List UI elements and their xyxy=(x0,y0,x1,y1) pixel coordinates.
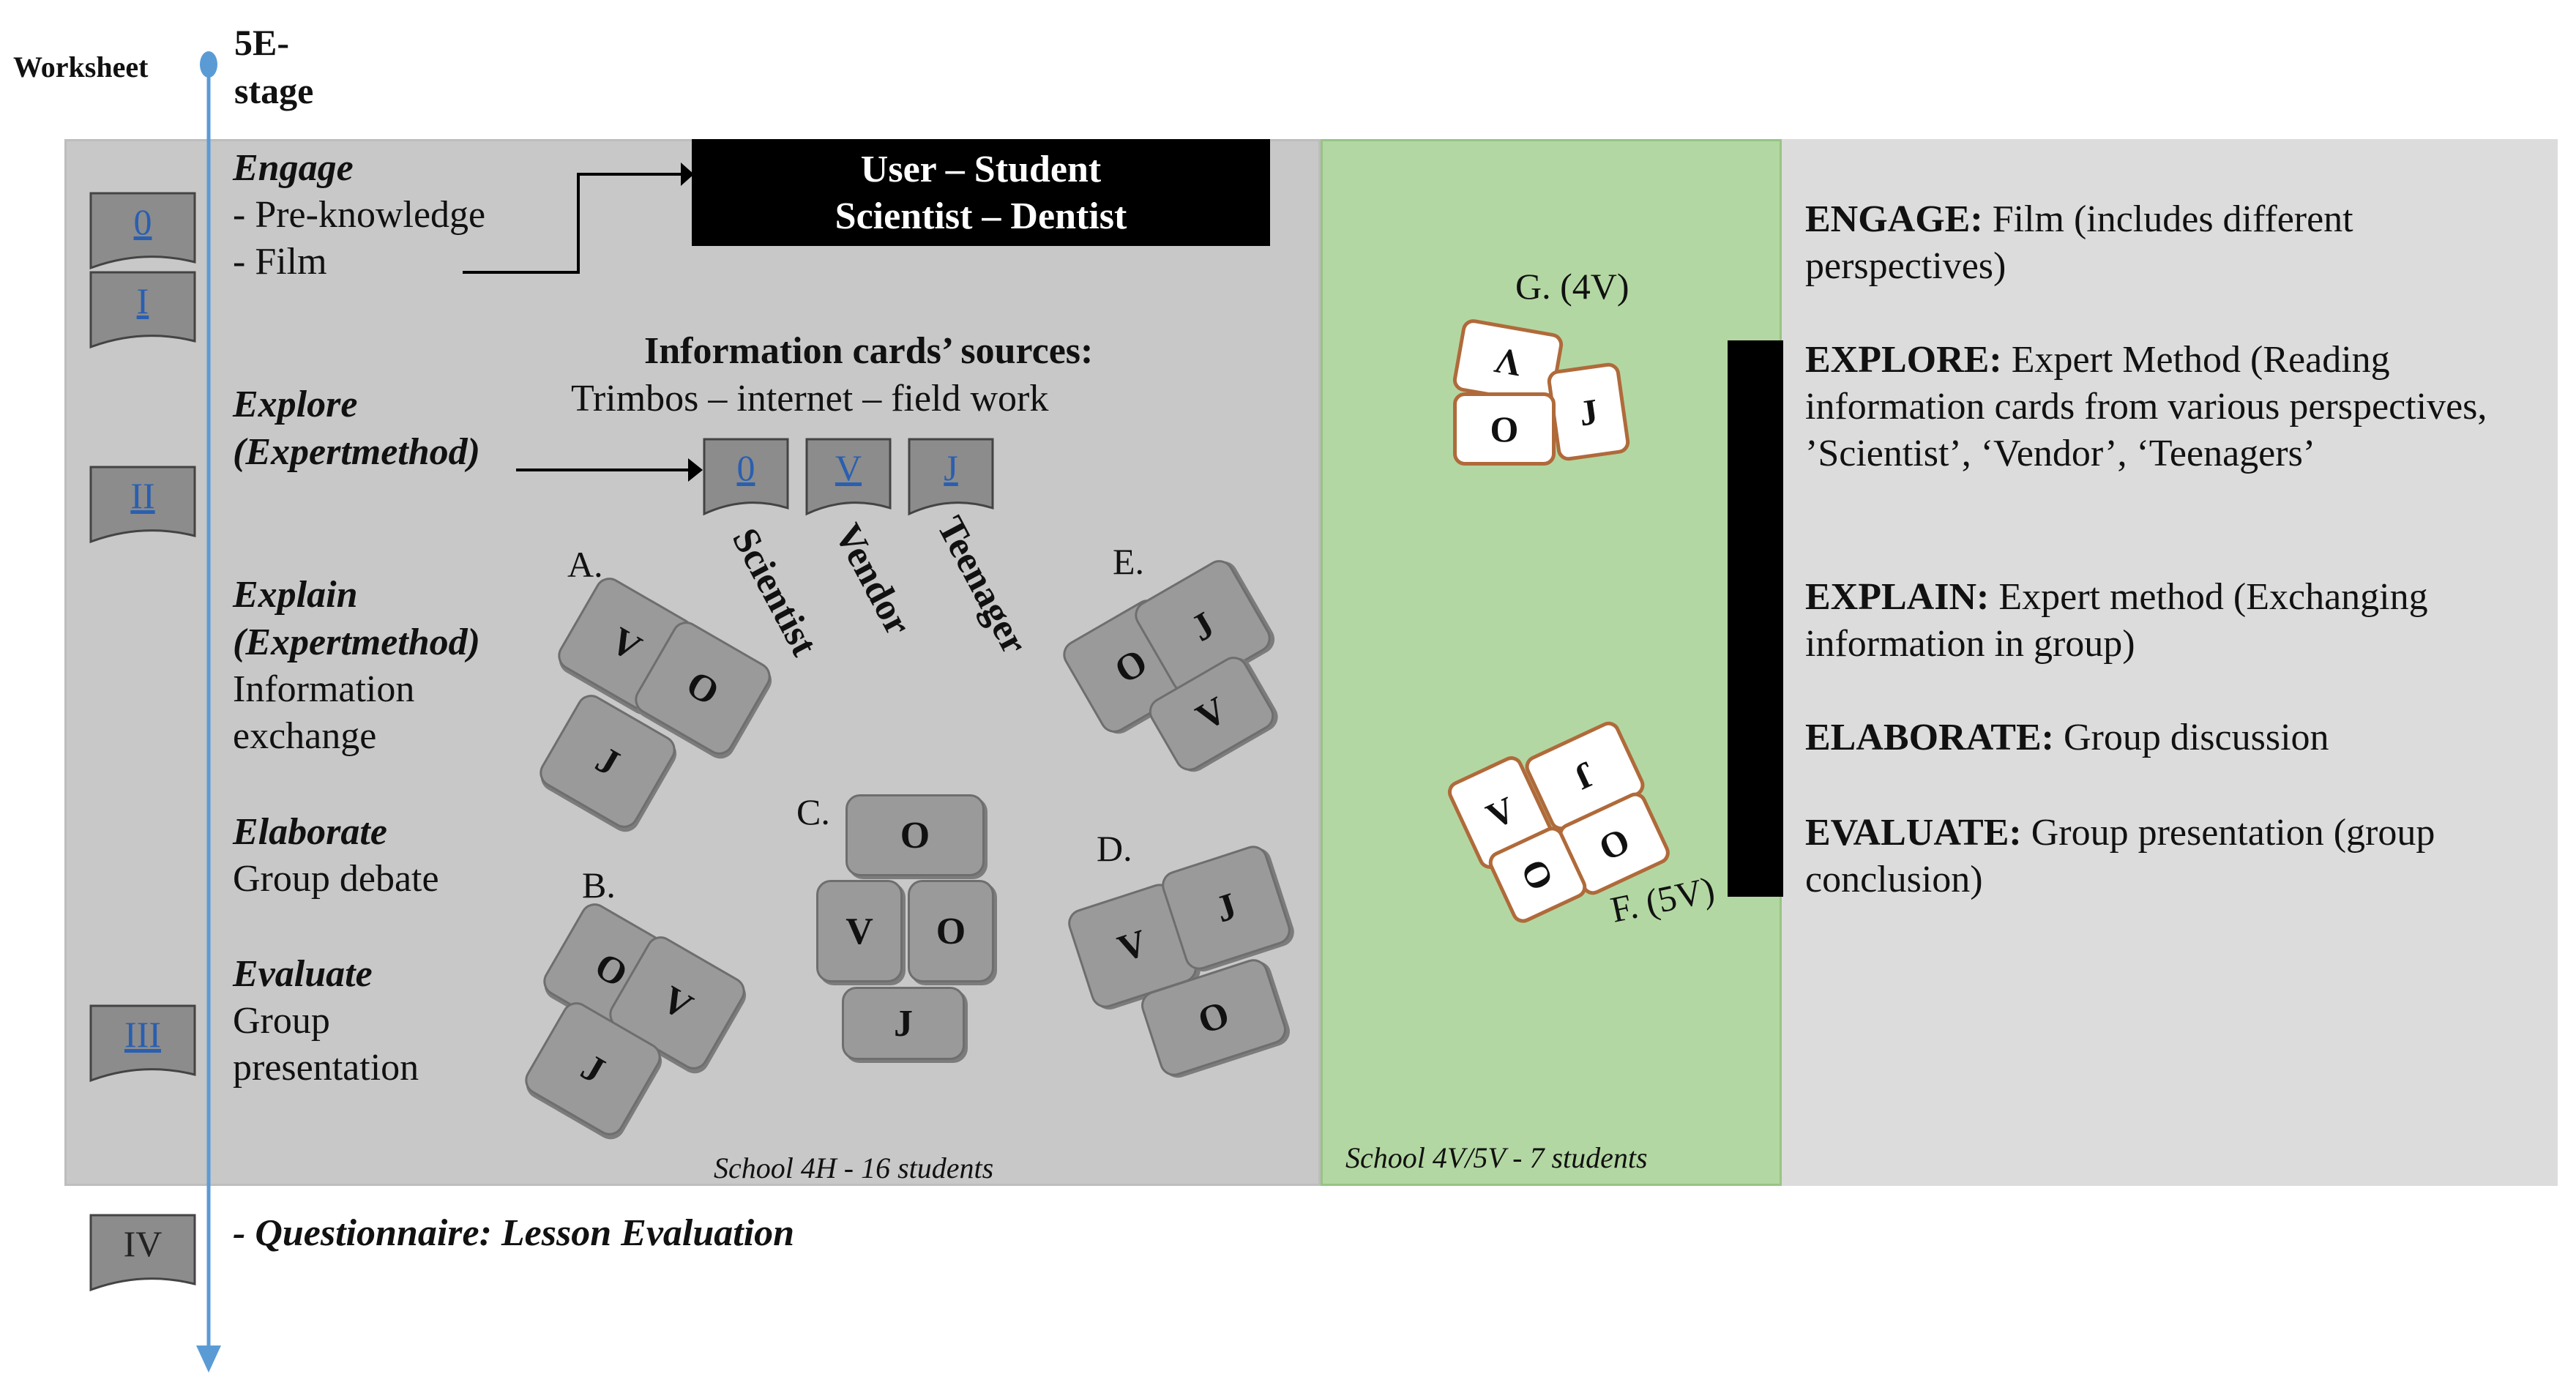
desc-explore-text: Expert Method (Reading information cards… xyxy=(1805,339,2487,474)
group-c-label: C. xyxy=(796,791,830,832)
evaluate-title: Evaluate xyxy=(233,953,373,995)
worksheet-0-label: 0 xyxy=(133,201,152,242)
sources-list: Trimbos – internet – field work xyxy=(571,378,1049,419)
group-g-label: G. (4V) xyxy=(1515,266,1629,307)
school-4v5v-panel xyxy=(1321,139,1782,1186)
evaluate-line-1: Group xyxy=(233,1000,330,1042)
engage-line-1: - Pre-knowledge xyxy=(233,194,486,236)
evaluate-line-2: presentation xyxy=(233,1047,419,1089)
desc-engage: ENGAGE: Film (includes different perspec… xyxy=(1805,196,2537,290)
desc-evaluate: EVALUATE: Group presentation (group conc… xyxy=(1805,810,2537,903)
explain-block: Explain (Expertmethod) Information excha… xyxy=(233,571,480,760)
worksheet-axis-label: Worksheet xyxy=(13,51,149,83)
sources-title: Information cards’ sources: xyxy=(644,330,1094,372)
roles-line-1: User – Student xyxy=(860,149,1102,190)
worksheet-2-label: II xyxy=(130,475,155,516)
desc-explain-text: Expert method (Exchanging information in… xyxy=(1805,576,2428,665)
source-doc-0[interactable]: 0 xyxy=(703,438,789,516)
desc-explain: EXPLAIN: Expert method (Exchanging infor… xyxy=(1805,574,2537,668)
group-c-card-o: O xyxy=(908,880,994,982)
engage-line-2: - Film xyxy=(233,241,327,283)
desc-elaborate-text: Group discussion xyxy=(2053,717,2329,758)
group-g-card-j: J xyxy=(1545,361,1632,463)
stage-axis-label: 5E-stage xyxy=(234,22,314,111)
explain-line-2: exchange xyxy=(233,715,377,757)
source-doc-v[interactable]: V xyxy=(805,438,892,516)
worksheet-3-label: III xyxy=(124,1014,161,1055)
worksheet-1-label: I xyxy=(136,280,149,321)
group-b-label: B. xyxy=(582,865,616,906)
engage-block: Engage - Pre-knowledge - Film xyxy=(233,144,485,285)
desc-elaborate: ELABORATE: Group discussion xyxy=(1805,714,2537,761)
worksheet-1-link[interactable]: I xyxy=(89,271,196,349)
school-4h-label: School 4H - 16 students xyxy=(714,1151,994,1184)
school-4v5v-label: School 4V/5V - 7 students xyxy=(1345,1141,1648,1174)
worksheet-0-link[interactable]: 0 xyxy=(89,192,196,270)
source-doc-j[interactable]: J xyxy=(908,438,994,516)
desc-engage-text: Film (includes different perspectives) xyxy=(1805,198,2353,287)
source-doc-v-label: V xyxy=(835,447,862,488)
desc-explore-head: EXPLORE: xyxy=(1805,339,2002,381)
evaluate-block: Evaluate Group presentation xyxy=(233,950,419,1091)
group-c-card-o-top: O xyxy=(845,794,985,876)
desc-evaluate-head: EVALUATE: xyxy=(1805,812,2022,854)
desc-elaborate-head: ELABORATE: xyxy=(1805,717,2054,758)
black-bar xyxy=(1728,340,1783,897)
elaborate-block: Elaborate Group debate xyxy=(233,808,439,903)
desc-explore: EXPLORE: Expert Method (Reading informat… xyxy=(1805,337,2537,477)
group-c-card-v: V xyxy=(816,880,903,982)
elaborate-title: Elaborate xyxy=(233,811,387,853)
worksheet-2-link[interactable]: II xyxy=(89,466,196,544)
group-d-label: D. xyxy=(1097,828,1132,869)
explain-subtitle: (Expertmethod) xyxy=(233,622,480,663)
desc-explain-head: EXPLAIN: xyxy=(1805,576,1990,618)
group-g-card-o: O xyxy=(1453,392,1556,466)
source-doc-j-label: J xyxy=(944,447,958,488)
worksheet-4-label: IV xyxy=(123,1223,163,1264)
worksheet-3-link[interactable]: III xyxy=(89,1004,196,1083)
source-doc-0-label: 0 xyxy=(736,447,755,488)
engage-title: Engage xyxy=(233,147,354,189)
group-a-label: A. xyxy=(567,544,603,585)
worksheet-4-doc: IV xyxy=(89,1214,196,1292)
questionnaire-text: - Questionnaire: Lesson Evaluation xyxy=(233,1212,795,1254)
roles-line-2: Scientist – Dentist xyxy=(835,195,1127,237)
explore-title: Explore xyxy=(233,384,358,425)
group-e-label: E. xyxy=(1113,541,1145,582)
explore-subtitle: (Expertmethod) xyxy=(233,431,480,473)
explain-line-1: Information xyxy=(233,668,415,710)
elaborate-line-1: Group debate xyxy=(233,858,439,900)
explore-block: Explore (Expertmethod) xyxy=(233,381,480,476)
roles-box: User – Student Scientist – Dentist xyxy=(692,139,1270,246)
group-c-card-j: J xyxy=(842,987,965,1060)
explain-title: Explain xyxy=(233,574,358,616)
stage-description-panel xyxy=(1782,139,2558,1186)
desc-engage-head: ENGAGE: xyxy=(1805,198,1983,240)
desc-evaluate-text: Group presentation (group conclusion) xyxy=(1805,812,2435,900)
